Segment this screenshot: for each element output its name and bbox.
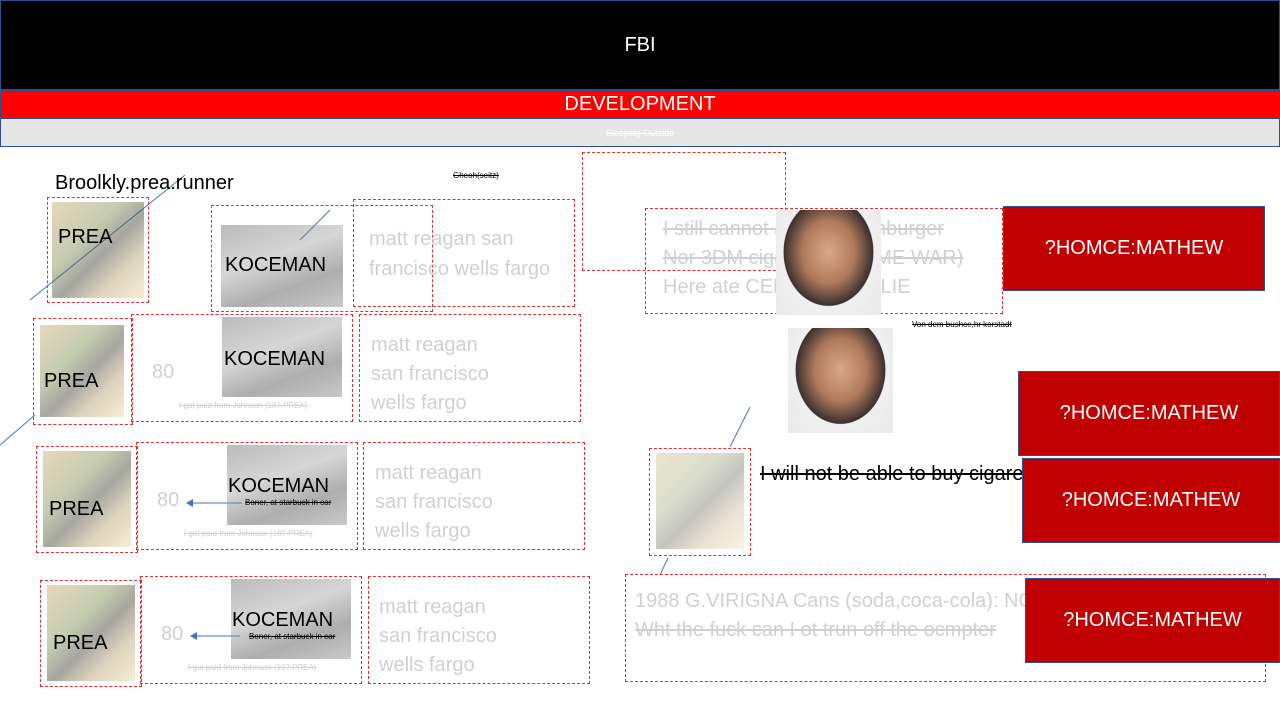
matt-line: san francisco <box>371 363 489 385</box>
score-2: 80 <box>152 361 175 383</box>
matt-line: matt reagan <box>371 334 478 356</box>
prea-photo-1 <box>52 202 144 298</box>
development-bar: DEVELOPMENT <box>0 90 1280 118</box>
koceman-photo-2 <box>222 317 342 397</box>
subheader-bar: Sleeping Outside <box>0 118 1280 147</box>
homce-label-4: ?HOMCE:MATHEW <box>1063 609 1242 631</box>
koceman-card-2: KOCEMAN 80 I got paid from Johnson (187.… <box>131 314 353 422</box>
homce-box-3: ?HOMCE:MATHEW <box>1022 458 1280 543</box>
gheoh-label: Gheoh(seitz) <box>453 171 499 180</box>
homce-label-3: ?HOMCE:MATHEW <box>1061 489 1241 511</box>
arrowhead-4 <box>190 632 197 640</box>
homce-box-2: ?HOMCE:MATHEW <box>1018 371 1280 456</box>
score-4: 80 <box>161 623 184 645</box>
girl-photo <box>656 453 744 549</box>
portrait-photo-1 <box>776 210 881 315</box>
prea-card-2: PREA <box>33 318 133 425</box>
koceman-label-2: KOCEMAN <box>224 348 326 370</box>
koceman-label-1: KOCEMAN <box>225 254 327 276</box>
koceman-photo-4 <box>231 579 351 659</box>
prea-label-1: PREA <box>58 226 113 248</box>
matt-line: wells fargo <box>379 654 475 676</box>
matt-text-3: matt reagan san francisco wells fargo <box>375 459 493 546</box>
connector-line-4 <box>729 406 751 448</box>
matt-card-4: matt reagan san francisco wells fargo <box>368 576 590 684</box>
matt-line: san francisco <box>375 491 493 513</box>
koceman-card-3: KOCEMAN 80 Boner, at starbuck in car I g… <box>136 442 358 550</box>
matt-line: wells fargo <box>371 392 467 414</box>
homce-label-2: ?HOMCE:MATHEW <box>1059 402 1239 424</box>
koceman-photo-3 <box>227 445 347 525</box>
homce-box-4: ?HOMCE:MATHEW <box>1025 578 1280 663</box>
matt-line: wells fargo <box>375 520 471 542</box>
koceman-card-1: KOCEMAN <box>211 205 433 312</box>
matt-line: matt reagan san <box>369 228 514 250</box>
fbi-header: FBI <box>0 0 1280 90</box>
connector-line-2 <box>0 414 36 446</box>
connector-line-5 <box>659 557 669 576</box>
prea-photo-2 <box>40 325 124 417</box>
prea-card-1: PREA <box>47 197 149 303</box>
prea-card-4: PREA <box>40 580 142 687</box>
matt-line: san francisco <box>379 625 497 647</box>
matt-text-2: matt reagan san francisco wells fargo <box>371 331 489 418</box>
matt-line: francisco wells fargo <box>369 258 551 280</box>
matt-line: matt reagan <box>379 596 486 618</box>
matt-card-3: matt reagan san francisco wells fargo <box>363 442 585 550</box>
koceman-photo-1 <box>221 225 343 307</box>
score-3: 80 <box>157 489 180 511</box>
homce-label-1: ?HOMCE:MATHEW <box>1044 237 1224 259</box>
matt-card-1: matt reagan san francisco wells fargo <box>353 199 575 307</box>
boner-note-4: Boner, at starbuck in car <box>249 632 336 641</box>
prea-photo-4 <box>47 585 135 681</box>
matt-text-4: matt reagan san francisco wells fargo <box>379 593 497 680</box>
prea-photo-3 <box>43 451 131 547</box>
girl-photo-card <box>649 448 751 556</box>
boner-note-3: Boner, at starbuck in car <box>245 498 332 507</box>
koceman-card-4: KOCEMAN 80 Boner, at starbuck in car I g… <box>140 576 362 684</box>
subheader-label: Sleeping Outside <box>605 127 675 138</box>
matt-text-1: matt reagan san francisco wells fargo <box>369 224 550 284</box>
arrowhead-3 <box>186 499 193 507</box>
prea-card-3: PREA <box>36 446 138 553</box>
portrait-photo-2 <box>788 328 893 433</box>
prea-label-3: PREA <box>49 498 104 520</box>
header-title: FBI <box>624 33 656 56</box>
prea-label-4: PREA <box>53 632 108 654</box>
runner-label: Broolkly.prea.runner <box>55 172 234 194</box>
bottom-text: 1988 G.VIRIGNA Cans (soda,coca-cola): NO… <box>635 587 1034 645</box>
development-label: DEVELOPMENT <box>564 92 716 115</box>
bottom-text-box: 1988 G.VIRIGNA Cans (soda,coca-cola): NO… <box>625 574 1266 682</box>
bottom-line-2: Wht the fuck can I ot trun off the ocmpt… <box>635 619 996 641</box>
cigarettes-line: I will not be able to buy cigarettes <box>760 463 1022 485</box>
koceman-label-3: KOCEMAN <box>228 475 330 497</box>
matt-card-2: matt reagan san francisco wells fargo <box>359 314 581 422</box>
koceman-label-4: KOCEMAN <box>232 609 334 631</box>
caption-small: Von dem bushce,hr korstadt <box>912 320 1012 329</box>
homce-box-1: ?HOMCE:MATHEW <box>1003 206 1265 291</box>
paid-note-2: I got paid from Johnson (187.PREA) <box>179 401 308 410</box>
matt-line: matt reagan <box>375 462 482 484</box>
prea-label-2: PREA <box>44 370 99 392</box>
bottom-line-1: 1988 G.VIRIGNA Cans (soda,coca-cola): NO <box>635 590 1035 612</box>
paid-note-4: I got paid from Johnson (187.PREA) <box>188 663 317 672</box>
paid-note-3: I got paid from Johnson (187.PREA) <box>184 529 313 538</box>
